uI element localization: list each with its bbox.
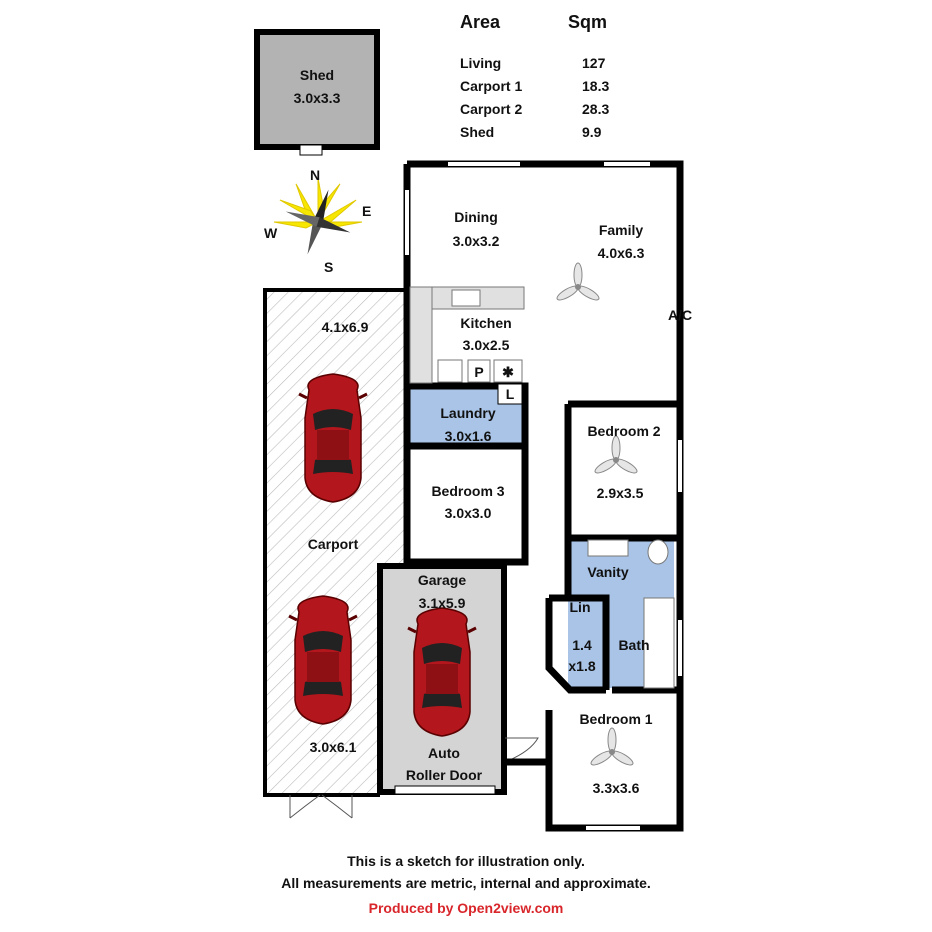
room-size: 3.0x3.2: [453, 233, 500, 249]
room-size: 3.3x3.6: [593, 780, 640, 796]
vanity-basin-icon: [587, 539, 629, 557]
room-name: Bedroom 2: [587, 423, 660, 439]
room-name: Kitchen: [460, 315, 511, 331]
robe-size: x1.8: [568, 658, 595, 674]
house-walls: [403, 160, 684, 832]
pantry-label: P: [474, 364, 483, 380]
garage-door-label: Roller Door: [406, 767, 483, 783]
room-name: Dining: [454, 209, 498, 225]
area-row-sqm: 28.3: [582, 101, 609, 117]
area-row-name: Living: [460, 55, 501, 71]
room-name: Vanity: [587, 564, 628, 580]
disclaimer-line2: All measurements are metric, internal an…: [281, 875, 651, 891]
ac-label: A/C: [668, 307, 692, 323]
room-name: Carport: [308, 536, 359, 552]
area-header: Area: [460, 12, 501, 32]
room-size: 3.0x3.3: [294, 90, 341, 106]
sqm-header: Sqm: [568, 12, 607, 32]
room-name: Family: [599, 222, 644, 238]
area-row-sqm: 127: [582, 55, 606, 71]
area-row-sqm: 9.9: [582, 124, 602, 140]
room-name: Lin: [570, 599, 591, 615]
room-name: Bedroom 3: [431, 483, 504, 499]
compass-e: E: [362, 203, 371, 219]
compass-w: W: [264, 225, 278, 241]
room-name: Bath: [618, 637, 649, 653]
room-size: 3.1x5.9: [419, 595, 466, 611]
disclaimer-line1: This is a sketch for illustration only.: [347, 853, 585, 869]
area-row-name: Carport 1: [460, 78, 522, 94]
area-row-sqm: 18.3: [582, 78, 609, 94]
shed: Shed 3.0x3.3: [254, 29, 380, 156]
room-name: Bedroom 1: [579, 711, 652, 727]
room-size: 3.0x2.5: [463, 337, 510, 353]
car-icon: [297, 372, 369, 504]
garage-door-label: Auto: [428, 745, 460, 761]
car-icon: [406, 606, 478, 738]
room-name: Shed: [300, 67, 334, 83]
compass-n: N: [310, 167, 320, 183]
room-size: 2.9x3.5: [597, 485, 644, 501]
kitchen-bench: P ✱ L: [409, 286, 525, 405]
linen-label: L: [506, 386, 515, 402]
ceiling-fan-icon: [592, 435, 640, 476]
ceiling-fan-icon: [554, 262, 602, 303]
compass-s: S: [324, 259, 333, 275]
compass-icon: N E S W: [264, 167, 371, 275]
bathtub-icon: [643, 597, 675, 689]
ceiling-fan-icon: [588, 727, 636, 768]
area-row-name: Shed: [460, 124, 494, 140]
garage: Garage 3.1x5.9 Auto Roller Door: [377, 563, 539, 795]
room-name: Laundry: [440, 405, 495, 421]
robe-size: 1.4: [572, 637, 592, 653]
carport-size-top: 4.1x6.9: [322, 319, 369, 335]
room-name: Garage: [418, 572, 466, 588]
room-size: 4.0x6.3: [598, 245, 645, 261]
carport-size-bottom: 3.0x6.1: [310, 739, 357, 755]
room-size: 3.0x3.0: [445, 505, 492, 521]
area-row-name: Carport 2: [460, 101, 522, 117]
car-icon: [287, 594, 359, 726]
producer-credit: Produced by Open2view.com: [369, 900, 564, 916]
room-size: 3.0x1.6: [445, 428, 492, 444]
area-table: Area Sqm Living 127 Carport 1 18.3 Carpo…: [460, 12, 609, 140]
fridge-icon: ✱: [502, 364, 514, 380]
toilet-icon: [647, 539, 669, 565]
